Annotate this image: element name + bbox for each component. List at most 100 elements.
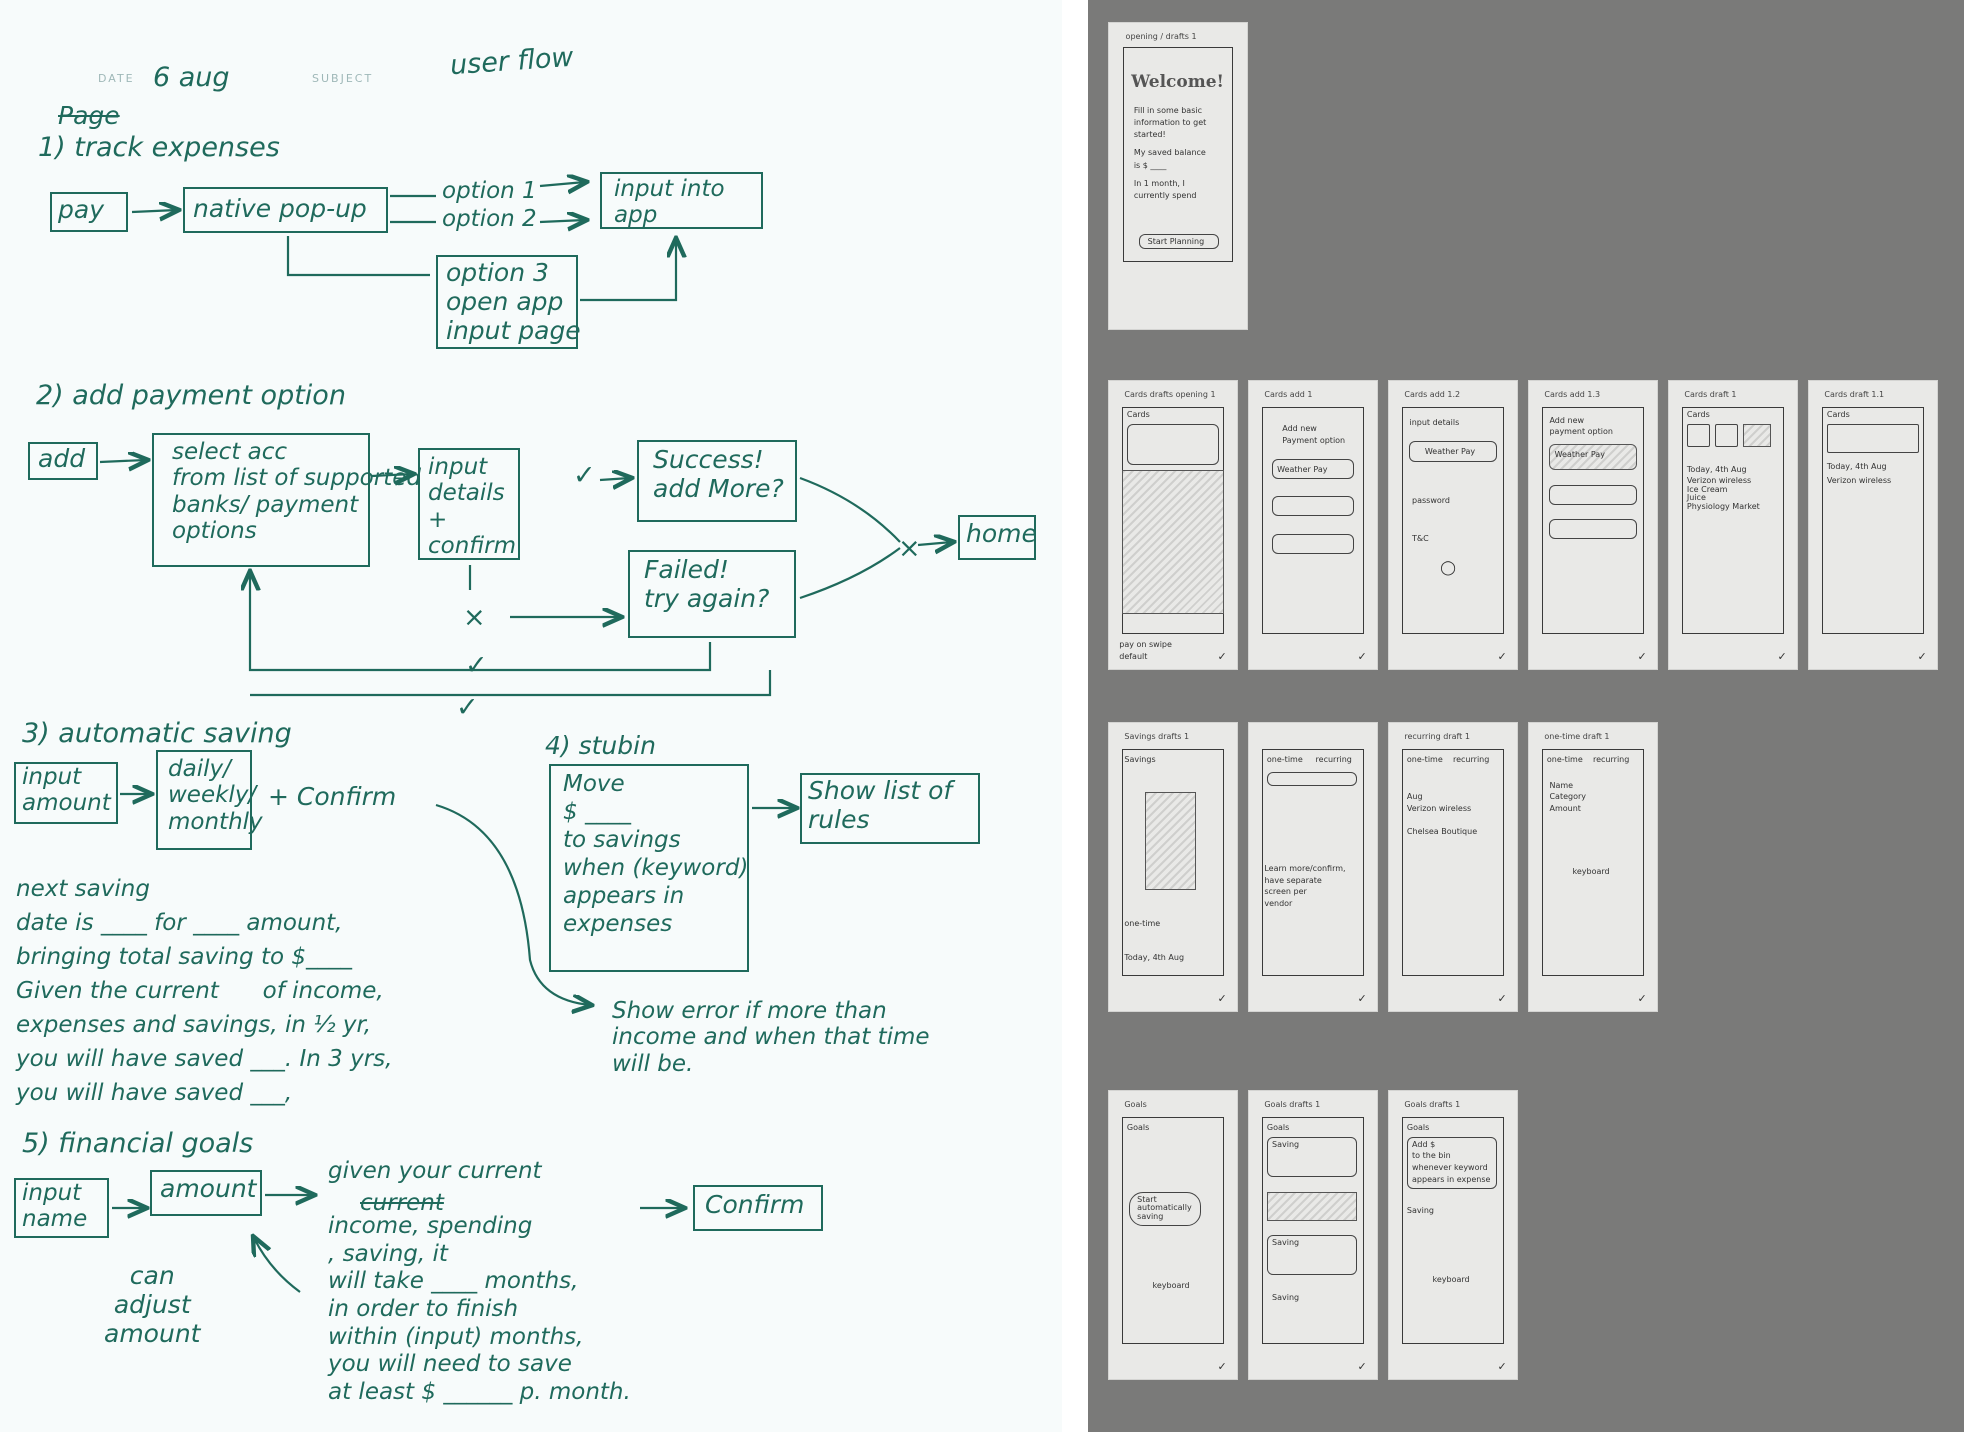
card-line: recurring xyxy=(1315,754,1352,764)
card-line: Add $ xyxy=(1412,1139,1436,1149)
card-line: Saving xyxy=(1272,1139,1300,1149)
card-line: pay on swipe xyxy=(1119,640,1172,650)
add-box: add xyxy=(28,442,98,480)
confirm-note: + Confirm xyxy=(268,782,397,811)
one-time-recurring-card: one-time recurring Learn more/confirm, h… xyxy=(1248,722,1378,1012)
section-1-title: 1) track expenses xyxy=(38,132,280,163)
home-box: home xyxy=(958,515,1037,560)
card-line: My saved balance xyxy=(1133,148,1206,158)
success-box: Success! add More? xyxy=(637,440,797,522)
card-line: input details xyxy=(1409,418,1460,428)
card-title: Cards draft 1.1 xyxy=(1824,389,1885,399)
add-label: add xyxy=(38,444,86,473)
subject-label: SUBJECT xyxy=(312,72,374,85)
card-line: Amount xyxy=(1549,803,1581,813)
card-line: Fill in some basic xyxy=(1133,105,1202,115)
card-title: recurring draft 1 xyxy=(1404,731,1470,741)
card-line: Cards xyxy=(1826,409,1850,419)
card-title: Goals xyxy=(1124,1099,1147,1109)
native-popup-box: native pop-up xyxy=(183,187,388,233)
input-into-app-box: input into app xyxy=(600,172,763,229)
section-5-title: 5) financial goals xyxy=(22,1128,254,1159)
card-line: Goals xyxy=(1266,1122,1290,1132)
card-line: saving xyxy=(1137,1211,1164,1221)
rules-label: Show list of rules xyxy=(808,776,953,834)
input-details-box: input details + confirm xyxy=(418,448,520,560)
card-line: Saving xyxy=(1272,1292,1300,1302)
card-line: Verizon wireless xyxy=(1826,476,1892,486)
card-line: Today, 4th Aug xyxy=(1124,953,1185,963)
card-line: Verizon wireless xyxy=(1406,803,1472,813)
card-line: keyboard xyxy=(1572,867,1610,876)
card-line: keyboard xyxy=(1432,1275,1470,1285)
card-line: Physiology Market xyxy=(1686,501,1760,511)
amount-box: amount xyxy=(150,1170,262,1216)
card-line: Goals xyxy=(1406,1122,1430,1132)
card-line: Name xyxy=(1549,780,1574,790)
goals-bin-card: Goals drafts 1 Goals Add $ to the bin wh… xyxy=(1388,1090,1518,1380)
failure-cross: × xyxy=(463,602,486,633)
card-line: Start xyxy=(1137,1194,1157,1204)
card-line: recurring xyxy=(1453,754,1490,764)
input-into-app-label: input into app xyxy=(614,176,725,229)
frequency-label: daily/ weekly/ monthly xyxy=(168,756,263,835)
card-line: Category xyxy=(1549,792,1587,802)
frequency-box: daily/ weekly/ monthly xyxy=(156,750,263,850)
section-2-title: 2) add payment option xyxy=(36,380,346,411)
input-amount-box: input amount xyxy=(14,762,118,824)
input-name-label: input name xyxy=(22,1180,88,1233)
section-3-title: 3) automatic saving xyxy=(22,718,292,749)
date-value: 6 aug xyxy=(153,62,230,93)
card-line: Add new xyxy=(1549,415,1585,425)
card-line: keyboard xyxy=(1152,1281,1190,1291)
card-line: Today, 4th Aug xyxy=(1826,461,1887,471)
card-line: screen per xyxy=(1264,887,1307,897)
retry-check: ✓ xyxy=(465,650,488,681)
input-amount-label: input amount xyxy=(22,764,111,817)
card-title: Cards drafts opening 1 xyxy=(1124,389,1216,399)
card-line: whenever keyword xyxy=(1412,1163,1488,1172)
merge-cross: × xyxy=(898,533,921,564)
welcome-card: opening / drafts 1 Welcome! Fill in some… xyxy=(1108,22,1248,330)
goal-projection-text: given your current income, spending , sa… xyxy=(328,1158,631,1405)
card-line: have separate xyxy=(1264,875,1322,885)
card-title: Cards add 1.3 xyxy=(1544,389,1601,399)
cards-add-card: Cards add 1 Add new Payment option Weath… xyxy=(1248,380,1378,670)
error-note: Show error if more than income and when … xyxy=(612,998,930,1077)
failed-box: Failed! try again? xyxy=(628,550,796,638)
card-line: automatically xyxy=(1137,1203,1192,1213)
prototype-wall: opening / drafts 1 Welcome! Fill in some… xyxy=(1088,0,1964,1432)
stub-bin-box: Move $ ____ to savings when (keyword) ap… xyxy=(549,764,749,972)
cards-opening-card: Cards drafts opening 1 Cards pay on swip… xyxy=(1108,380,1238,670)
card-line: Verizon wireless xyxy=(1686,476,1752,486)
one-time-draft-card: one-time draft 1 one-time recurring Name… xyxy=(1528,722,1658,1012)
option-3-box: option 3 open app input page xyxy=(436,255,581,349)
home-label: home xyxy=(966,519,1037,548)
card-heading: Welcome! xyxy=(1131,71,1225,92)
card-line: Cards xyxy=(1686,409,1710,419)
cards-draft-card: Cards draft 1 Cards Today, 4th Aug Veriz… xyxy=(1668,380,1798,670)
pay-label: pay xyxy=(58,195,104,224)
date-label: DATE xyxy=(98,72,135,85)
card-line: Cards xyxy=(1126,409,1150,419)
card-line: Start Planning xyxy=(1147,237,1205,247)
input-details-label: input details + confirm xyxy=(428,454,517,560)
card-line: one-time xyxy=(1266,754,1303,764)
success-label: Success! add More? xyxy=(653,445,784,503)
card-line: Learn more/confirm, xyxy=(1264,864,1346,874)
card-line: Weather Pay xyxy=(1554,450,1605,460)
native-popup-label: native pop-up xyxy=(193,194,367,223)
card-line: one-time xyxy=(1546,754,1583,764)
option-2-label: option 2 xyxy=(442,206,537,232)
card-line: information to get xyxy=(1133,117,1207,127)
confirm-label: Confirm xyxy=(705,1190,805,1219)
card-line: one-time xyxy=(1406,754,1443,764)
card-line: Today, 4th Aug xyxy=(1686,464,1747,474)
card-line: is $ ____ xyxy=(1133,160,1167,170)
card-title: Savings drafts 1 xyxy=(1124,731,1190,741)
flow-arrows xyxy=(99,0,1062,1293)
card-line: Saving xyxy=(1406,1206,1434,1216)
card-line: Payment option xyxy=(1282,435,1346,445)
card-line: Add new xyxy=(1282,424,1317,434)
cards-add-confirm-card: Cards add 1.3 Add new payment option Wea… xyxy=(1528,380,1658,670)
